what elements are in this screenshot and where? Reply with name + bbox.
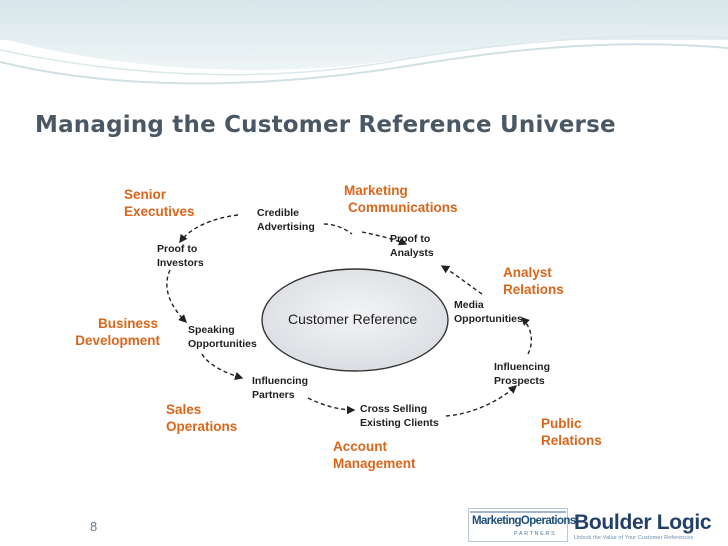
header-wave-decoration: [0, 0, 728, 85]
slide-title: Managing the Customer Reference Universe: [35, 112, 616, 138]
cycle-arc: [445, 385, 518, 417]
cycle-arc: [201, 353, 244, 381]
cycle-arc: [179, 214, 239, 244]
cycle-arc: [361, 231, 408, 246]
cycle-graphics: [166, 214, 533, 417]
mop-logo-name: MarketingOperations: [472, 515, 576, 527]
cycle-arc: [307, 397, 356, 415]
slide-number: 8: [90, 519, 98, 534]
boulder-logic-logo: Boulder Logic Unlock the Value of Your C…: [572, 508, 722, 542]
mop-logo-mark: [468, 508, 568, 542]
cycle-arc: [440, 265, 483, 295]
boulder-logic-logo-name: Boulder Logic: [574, 511, 712, 534]
boulder-logic-tagline: Unlock the Value of Your Customer Refere…: [574, 535, 694, 541]
cycle-arc: [323, 223, 353, 235]
customer-reference-ellipse: [261, 268, 449, 372]
mop-logo-sub: PARTNERS: [514, 531, 557, 537]
marketing-operations-partners-logo: MarketingOperations PARTNERS: [468, 508, 576, 542]
center-label-customer-reference: Customer Reference: [288, 311, 418, 327]
reference-universe-diagram: [62, 158, 615, 478]
cycle-arc: [166, 269, 187, 323]
cycle-arc: [521, 317, 533, 355]
